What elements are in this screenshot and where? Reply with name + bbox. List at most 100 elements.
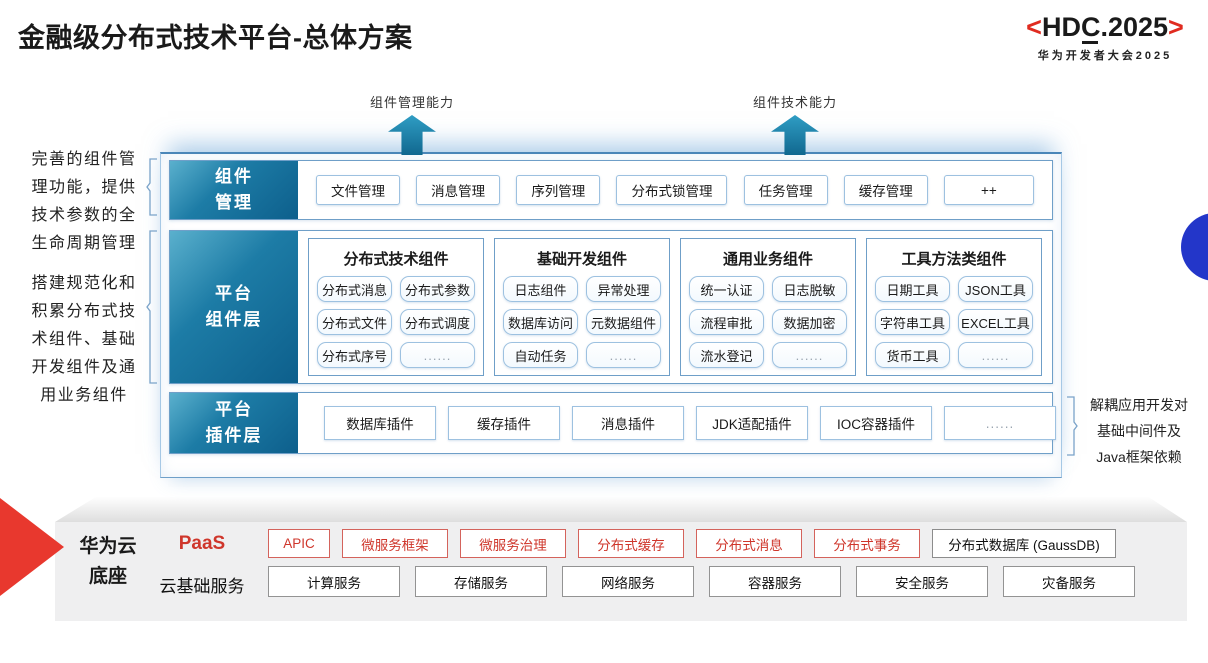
paas-services-row: APIC 微服务框架 微服务治理 分布式缓存 分布式消息 分布式事务 分布式数据… <box>268 529 1116 558</box>
component-group-business: 通用业务组件 统一认证 日志脱敏 流程审批 数据加密 流水登记 ...... <box>680 238 856 376</box>
paas-service-box: 分布式事务 <box>814 529 920 558</box>
component-group-utility: 工具方法类组件 日期工具 JSON工具 字符串工具 EXCEL工具 货币工具 .… <box>866 238 1042 376</box>
architecture-diagram: 组件 管理 文件管理 消息管理 序列管理 分布式锁管理 任务管理 缓存管理 ++… <box>160 152 1062 478</box>
component-chip: 货币工具 <box>875 342 950 368</box>
group-items: 统一认证 日志脱敏 流程审批 数据加密 流水登记 ...... <box>689 276 847 368</box>
layer-items: 文件管理 消息管理 序列管理 分布式锁管理 任务管理 缓存管理 ++ <box>298 161 1052 219</box>
cloud-basic-services-label: 云基础服务 <box>159 577 245 596</box>
plugin-box: IOC容器插件 <box>820 406 932 440</box>
layer-label: 组件 管理 <box>170 161 298 219</box>
note-plugin-layer: 解耦应用开发对 基础中间件及 Java框架依赖 <box>1090 397 1188 465</box>
layer-items: 数据库插件 缓存插件 消息插件 JDK适配插件 IOC容器插件 ...... <box>298 393 1082 453</box>
group-items: 分布式消息 分布式参数 分布式文件 分布式调度 分布式序号 ...... <box>317 276 475 368</box>
group-title: 基础开发组件 <box>536 251 627 268</box>
component-chip: 分布式调度 <box>400 309 475 335</box>
blue-circle-decoration <box>1181 213 1208 281</box>
logo-year: .2025 <box>1100 12 1169 42</box>
hdc-logo-subtitle: 华为开发者大会2025 <box>1037 50 1173 62</box>
component-box: 序列管理 <box>516 175 601 205</box>
paas-service-box: 微服务框架 <box>342 529 448 558</box>
layer-platform-plugins: 平台 插件层 数据库插件 缓存插件 消息插件 JDK适配插件 IOC容器插件 .… <box>169 392 1056 454</box>
component-chip: EXCEL工具 <box>958 309 1033 335</box>
component-chip: 统一认证 <box>689 276 764 302</box>
component-chip: 分布式序号 <box>317 342 392 368</box>
group-items: 日志组件 异常处理 数据库访问 元数据组件 自动任务 ...... <box>503 276 661 368</box>
component-chip-more: ...... <box>958 342 1033 368</box>
component-chip: 分布式参数 <box>400 276 475 302</box>
component-chip: 日期工具 <box>875 276 950 302</box>
group-items: 日期工具 JSON工具 字符串工具 EXCEL工具 货币工具 ...... <box>875 276 1033 368</box>
hdc-logo-wordmark: <HDC.2025> <box>1006 12 1204 44</box>
component-box: 文件管理 <box>316 175 400 205</box>
paas-service-box: APIC <box>268 529 330 558</box>
left-bracket-icon <box>146 230 157 384</box>
note-platform-components: 搭建规范化和 积累分布式技 术组件、基础 开发组件及通 用业务组件 <box>31 275 137 404</box>
paas-service-box: 分布式缓存 <box>578 529 684 558</box>
plugin-box: JDK适配插件 <box>696 406 808 440</box>
up-arrow-icon <box>388 115 436 155</box>
plugin-box: 缓存插件 <box>448 406 560 440</box>
group-title: 通用业务组件 <box>722 251 813 268</box>
group-title: 工具方法类组件 <box>901 251 1007 268</box>
layer-platform-components: 平台 组件层 分布式技术组件 分布式消息 分布式参数 分布式文件 分布式调度 分… <box>169 230 1053 384</box>
logo-left-angle-icon: < <box>1026 12 1042 42</box>
group-title: 分布式技术组件 <box>343 251 449 268</box>
component-chip: 分布式消息 <box>317 276 392 302</box>
component-chip: 分布式文件 <box>317 309 392 335</box>
component-chip: 元数据组件 <box>586 309 661 335</box>
iaas-service-box: 网络服务 <box>562 566 694 597</box>
plugin-box: 消息插件 <box>572 406 684 440</box>
page-title: 金融级分布式技术平台-总体方案 <box>18 23 413 53</box>
component-chip: 数据加密 <box>772 309 847 335</box>
paas-label: PaaS <box>178 533 226 554</box>
component-box: ++ <box>943 175 1034 205</box>
component-group-basic-dev: 基础开发组件 日志组件 异常处理 数据库访问 元数据组件 自动任务 ...... <box>494 238 670 376</box>
component-chip: 数据库访问 <box>503 309 578 335</box>
layer-items: 分布式技术组件 分布式消息 分布式参数 分布式文件 分布式调度 分布式序号 ..… <box>298 231 1052 383</box>
capability-arrow-management: 组件管理能力 <box>332 92 492 155</box>
component-chip: 日志组件 <box>503 276 578 302</box>
component-chip-more: ...... <box>586 342 661 368</box>
component-chip-more: ...... <box>772 342 847 368</box>
left-bracket-icon <box>146 158 157 216</box>
iaas-service-box: 灾备服务 <box>1003 566 1135 597</box>
hdc-2025-logo: <HDC.2025> 华为开发者大会2025 <box>1006 12 1204 63</box>
component-box: 消息管理 <box>416 175 501 205</box>
gaussdb-box: 分布式数据库 (GaussDB) <box>932 529 1116 558</box>
component-group-distributed: 分布式技术组件 分布式消息 分布式参数 分布式文件 分布式调度 分布式序号 ..… <box>308 238 484 376</box>
up-arrow-icon <box>771 115 819 155</box>
plugin-box: 数据库插件 <box>324 406 436 440</box>
component-chip: JSON工具 <box>958 276 1033 302</box>
plugin-box-more: ...... <box>944 406 1056 440</box>
component-box: 缓存管理 <box>843 175 928 205</box>
iaas-service-box: 安全服务 <box>856 566 988 597</box>
cloud-platform-top-face <box>55 497 1187 522</box>
component-chip: 异常处理 <box>586 276 661 302</box>
iaas-service-box: 容器服务 <box>709 566 841 597</box>
layer-component-management: 组件 管理 文件管理 消息管理 序列管理 分布式锁管理 任务管理 缓存管理 ++ <box>169 160 1053 220</box>
paas-service-box: 分布式消息 <box>696 529 802 558</box>
arrow-label: 组件技术能力 <box>752 95 837 110</box>
paas-service-box: 微服务治理 <box>460 529 566 558</box>
logo-c-underlined: C <box>1080 12 1101 44</box>
logo-right-angle-icon: > <box>1168 12 1184 42</box>
huawei-cloud-base-label: 华为云 底座 <box>79 536 137 587</box>
component-box: 分布式锁管理 <box>616 175 728 205</box>
iaas-service-box: 计算服务 <box>268 566 400 597</box>
component-chip: 流水登记 <box>689 342 764 368</box>
logo-hd: HD <box>1041 12 1081 42</box>
iaas-services-row: 计算服务 存储服务 网络服务 容器服务 安全服务 灾备服务 <box>268 566 1135 597</box>
iaas-service-box: 存储服务 <box>415 566 547 597</box>
note-component-management: 完善的组件管 理功能，提供 技术参数的全 生命周期管理 <box>31 151 137 252</box>
right-bracket-icon <box>1067 396 1078 456</box>
component-chip: 流程审批 <box>689 309 764 335</box>
component-chip: 自动任务 <box>503 342 578 368</box>
component-chip: 日志脱敏 <box>772 276 847 302</box>
component-chip-more: ...... <box>400 342 475 368</box>
component-box: 任务管理 <box>743 175 828 205</box>
component-chip: 字符串工具 <box>875 309 950 335</box>
layer-label: 平台 插件层 <box>170 393 298 453</box>
capability-arrow-technical: 组件技术能力 <box>715 92 875 155</box>
arrow-label: 组件管理能力 <box>369 95 454 110</box>
layer-label: 平台 组件层 <box>170 231 298 383</box>
